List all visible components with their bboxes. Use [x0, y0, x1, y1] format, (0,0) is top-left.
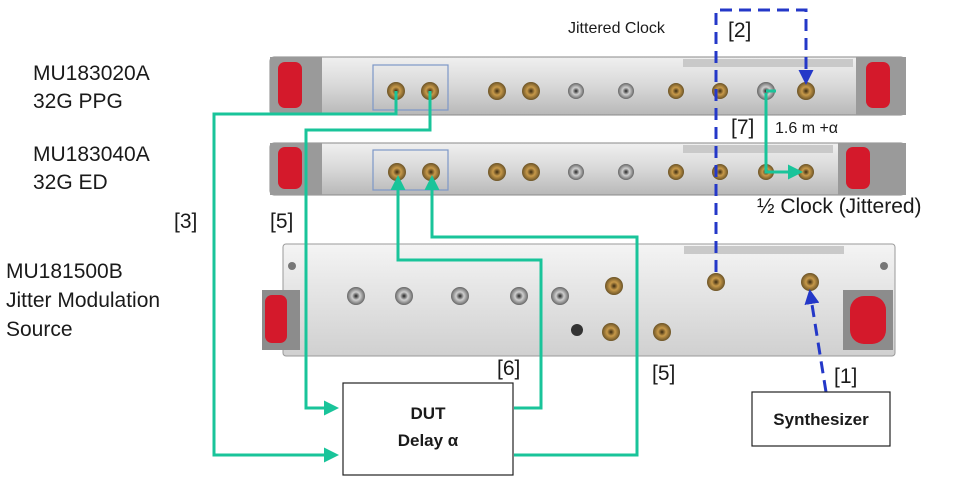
jms-model-label: MU181500B — [6, 260, 123, 283]
cable-6 — [390, 175, 543, 410]
ref-5b-label: [5] — [652, 362, 675, 385]
connector-icon — [522, 163, 540, 181]
connector-icon — [488, 163, 506, 181]
connector-icon — [568, 164, 584, 180]
connector-icon — [668, 164, 684, 180]
ref-6-label: [6] — [497, 357, 520, 380]
cable-length-label: 1.6 m +α — [775, 120, 838, 137]
connector-icon — [618, 164, 634, 180]
cable-5a — [304, 91, 432, 416]
connector-icon — [451, 287, 469, 305]
synthesizer-label: Synthesizer — [773, 410, 869, 429]
connector-icon — [653, 323, 671, 341]
connector-icon — [797, 82, 815, 100]
dashed-link-2 — [714, 8, 814, 272]
latch-right-icon — [846, 147, 870, 189]
screw-icon — [880, 262, 888, 270]
connector-icon — [568, 83, 584, 99]
dut-box: DUT Delay α — [342, 382, 514, 476]
connector-icon — [712, 83, 728, 99]
jms-name-label: Jitter Modulation — [6, 289, 160, 312]
connector-icon — [707, 273, 725, 291]
connector-icon — [551, 287, 569, 305]
dashed-links — [714, 8, 828, 393]
dashed-link-1 — [804, 289, 828, 393]
ref-7-label: [7] — [731, 116, 754, 139]
ed-type-label: 32G ED — [33, 171, 108, 194]
connector-icon — [522, 82, 540, 100]
dut-label: DUT — [411, 404, 447, 423]
latch-right-icon — [850, 296, 886, 344]
ppg-type-label: 32G PPG — [33, 90, 123, 113]
connector-icon — [618, 83, 634, 99]
connector-icon — [347, 287, 365, 305]
cable-3 — [212, 91, 398, 463]
latch-right-icon — [866, 62, 890, 108]
latch-left-icon — [278, 62, 302, 108]
connector-icon — [712, 164, 728, 180]
dut-delay-label: Delay α — [398, 431, 459, 450]
latch-left-icon — [265, 295, 287, 343]
screw-icon — [288, 262, 296, 270]
ref-5a-label: [5] — [270, 210, 293, 233]
cable-5b — [424, 175, 639, 457]
jms-source-label: Source — [6, 318, 73, 341]
knob-icon — [571, 324, 583, 336]
cables — [212, 89, 803, 463]
synthesizer-box: Synthesizer — [751, 391, 891, 447]
ppg-model-label: MU183020A — [33, 62, 150, 85]
half-clock-label: ½ Clock (Jittered) — [757, 195, 922, 218]
ed-model-label: MU183040A — [33, 143, 150, 166]
connector-icon — [605, 277, 623, 295]
connector-icon — [602, 323, 620, 341]
ref-1-label: [1] — [834, 365, 857, 388]
ppg-module — [269, 56, 906, 116]
ref-2-label: [2] — [728, 19, 751, 42]
cable-7 — [764, 93, 803, 180]
connector-icon — [510, 287, 528, 305]
ref-3-label: [3] — [174, 210, 197, 233]
connector-icon — [801, 273, 819, 291]
connector-icon — [798, 164, 814, 180]
latch-left-icon — [278, 147, 302, 189]
jittered-clock-label: Jittered Clock — [568, 20, 666, 37]
connector-icon — [395, 287, 413, 305]
connector-icon — [668, 83, 684, 99]
connector-icon — [488, 82, 506, 100]
ed-module — [269, 142, 906, 196]
jms-module — [262, 243, 896, 357]
